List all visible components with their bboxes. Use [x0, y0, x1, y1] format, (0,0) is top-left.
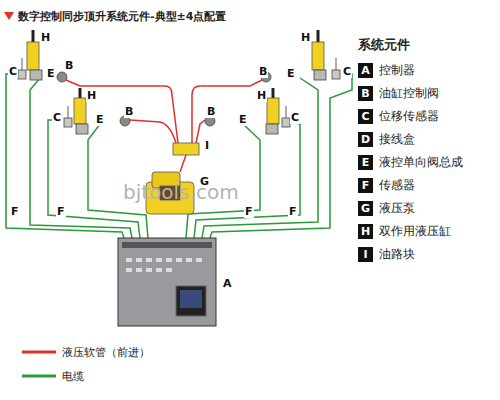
cable-lines — [6, 74, 352, 238]
callout-letter: I — [204, 140, 210, 152]
callout-letter: H — [256, 90, 267, 102]
callout-letter: F — [244, 206, 254, 218]
watermark: bjtools.com — [122, 186, 240, 198]
component-letter: C — [358, 109, 373, 124]
component-letter: A — [358, 63, 373, 78]
component-item: E 液控单向阀总成 — [358, 154, 463, 171]
callout-letter: E — [95, 114, 105, 126]
callout-letter: C — [290, 112, 300, 124]
callout-letter: H — [300, 32, 311, 44]
component-item: H 双作用液压缸 — [358, 223, 451, 240]
valves-sensors — [18, 58, 340, 134]
component-item: B 油缸控制阀 — [358, 85, 439, 102]
component-name: 位移传感器 — [379, 108, 439, 125]
legend-text: 液压软管（前进） — [62, 345, 150, 360]
component-letter: B — [358, 86, 373, 101]
legend-text: 电缆 — [62, 369, 84, 384]
component-name: 传感器 — [379, 177, 415, 194]
cylinders — [27, 30, 324, 124]
callout-letter: B — [206, 106, 216, 118]
component-item: I 油路块 — [358, 246, 415, 263]
component-name: 接线盒 — [379, 131, 415, 148]
callout-letter: E — [286, 68, 296, 80]
callout-letter: C — [8, 66, 18, 78]
hose-lines — [66, 80, 262, 172]
callout-letter: F — [56, 206, 66, 218]
component-name: 控制器 — [379, 62, 415, 79]
component-name: 液控单向阀总成 — [379, 154, 463, 171]
list-heading: 系统元件 — [358, 36, 500, 54]
callout-letter: B — [64, 60, 74, 72]
callout-letter: C — [342, 66, 352, 78]
component-letter: E — [358, 155, 373, 170]
callout-letter: H — [86, 90, 97, 102]
component-item: F 传感器 — [358, 177, 415, 194]
callout-letter: E — [46, 68, 56, 80]
component-item: G 液压泵 — [358, 200, 415, 217]
controller-box — [118, 238, 216, 326]
component-item: D 接线盒 — [358, 131, 415, 148]
component-name: 油缸控制阀 — [379, 85, 439, 102]
manifold-block — [173, 143, 199, 155]
component-letter: I — [358, 247, 373, 262]
legend-line-green — [22, 375, 56, 378]
legend-line-red — [22, 351, 56, 354]
callout-letter: E — [238, 114, 248, 126]
component-letter: G — [358, 201, 373, 216]
callout-letter: F — [288, 206, 298, 218]
component-name: 油路块 — [379, 246, 415, 263]
component-letter: F — [358, 178, 373, 193]
component-letter: H — [358, 224, 373, 239]
component-item: C 位移传感器 — [358, 108, 439, 125]
callout-letter: B — [124, 106, 134, 118]
callout-letter: C — [52, 112, 62, 124]
component-item: A 控制器 — [358, 62, 415, 79]
title-triangle — [4, 12, 14, 20]
callout-letter: H — [40, 32, 51, 44]
callout-letter: A — [222, 278, 233, 290]
callout-letter: B — [258, 66, 268, 78]
component-letter: D — [358, 132, 373, 147]
diagram-title: 数字控制同步顶升系统元件-典型±4点配置 — [18, 9, 226, 24]
component-name: 双作用液压缸 — [379, 223, 451, 240]
component-name: 液压泵 — [379, 200, 415, 217]
callout-letter: F — [10, 206, 20, 218]
